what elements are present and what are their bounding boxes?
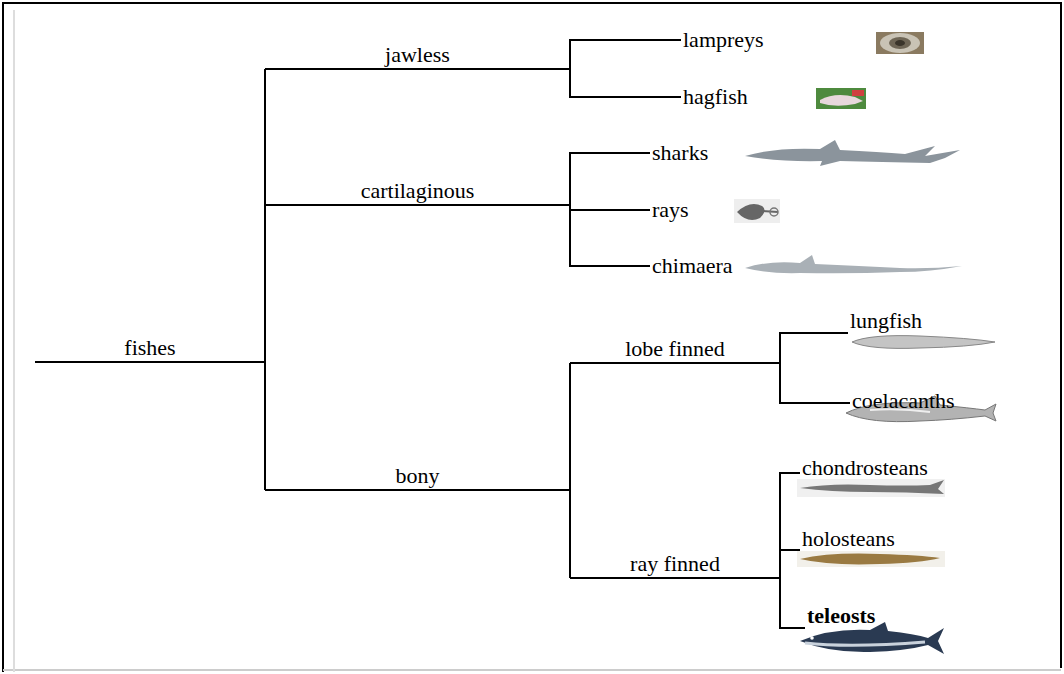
leaf-label: chondrosteans bbox=[800, 456, 930, 480]
taxon-name: fishes bbox=[124, 335, 175, 360]
taxon-name: jawless bbox=[385, 42, 450, 67]
taxon-name: lungfish bbox=[850, 308, 922, 333]
chimaera-picture bbox=[745, 255, 962, 273]
leaf-label: coelacanths bbox=[850, 389, 957, 413]
taxon-name: teleosts bbox=[807, 603, 875, 628]
hagfish-picture bbox=[816, 88, 866, 109]
tree-branch bbox=[780, 578, 805, 628]
leaf-label: sharks bbox=[650, 141, 710, 165]
branch-label: ray finned bbox=[570, 552, 780, 579]
taxon-name: bony bbox=[396, 463, 440, 488]
frame bbox=[3, 3, 1061, 672]
tree-branch bbox=[570, 69, 681, 97]
leaf-label: lungfish bbox=[848, 309, 924, 333]
taxon-name: sharks bbox=[652, 140, 708, 165]
branch-label: lobe finned bbox=[570, 337, 780, 364]
taxon-name: ray finned bbox=[630, 551, 720, 576]
branch-label: bony bbox=[265, 464, 570, 491]
leaf-label: holosteans bbox=[800, 527, 897, 551]
leaf-label: rays bbox=[650, 198, 691, 222]
ray-picture bbox=[734, 199, 780, 223]
chondrostean-picture bbox=[797, 479, 945, 497]
lungfish-picture bbox=[852, 336, 995, 349]
tree-branch bbox=[570, 153, 650, 205]
taxon-name: rays bbox=[652, 197, 689, 222]
taxon-name: chimaera bbox=[652, 253, 733, 278]
tree-branch bbox=[780, 363, 850, 403]
frame-inner bbox=[13, 10, 15, 672]
tree-branch bbox=[570, 205, 650, 266]
tree-branch bbox=[780, 473, 800, 578]
branch-label: fishes bbox=[35, 336, 265, 363]
leaf-label: teleosts bbox=[805, 604, 877, 628]
tree-branch bbox=[570, 40, 681, 69]
lamprey-picture bbox=[876, 32, 924, 54]
branch-label: cartilaginous bbox=[265, 179, 570, 206]
tree-branch bbox=[264, 205, 266, 362]
tree-branch bbox=[264, 69, 266, 362]
taxon-name: hagfish bbox=[683, 84, 748, 109]
taxon-name: cartilaginous bbox=[361, 178, 475, 203]
taxon-name: chondrosteans bbox=[802, 455, 928, 480]
tree-branch bbox=[780, 333, 848, 363]
taxon-name: holosteans bbox=[802, 526, 895, 551]
taxon-name: coelacanths bbox=[852, 388, 955, 413]
tree-branch bbox=[570, 205, 650, 210]
tree-branch bbox=[780, 550, 800, 578]
frame-bottom bbox=[3, 669, 1061, 671]
leaf-label: chimaera bbox=[650, 254, 735, 278]
leaf-label: hagfish bbox=[681, 85, 750, 109]
branch-label: jawless bbox=[265, 43, 570, 70]
holostean-picture bbox=[797, 551, 945, 567]
tree-branch bbox=[569, 363, 571, 490]
shark-picture bbox=[745, 140, 960, 166]
leaf-label: lampreys bbox=[681, 28, 766, 52]
taxon-name: lobe finned bbox=[625, 336, 725, 361]
taxon-name: lampreys bbox=[683, 27, 764, 52]
